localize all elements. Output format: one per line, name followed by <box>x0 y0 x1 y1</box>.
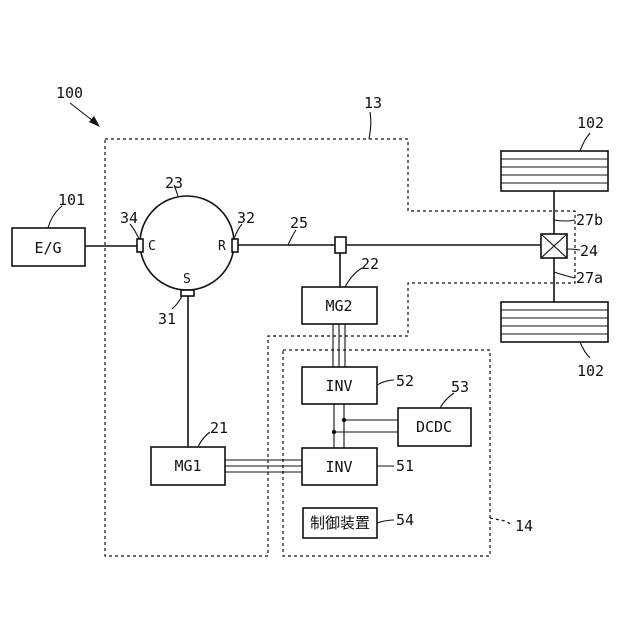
mg1-label: MG1 <box>174 457 201 475</box>
ref-52: 52 <box>396 372 414 390</box>
ref-27a: 27a <box>576 269 603 287</box>
carrier-port-label: C <box>148 239 156 254</box>
ref-32: 32 <box>237 209 255 227</box>
carrier-connector <box>137 239 143 252</box>
ref-24: 24 <box>580 242 598 260</box>
ref-54: 54 <box>396 511 414 529</box>
ref-22: 22 <box>361 255 379 273</box>
leader-31 <box>172 296 182 309</box>
ring-port-label: R <box>218 239 226 254</box>
leader-100-arrowhead <box>89 116 100 127</box>
sun-connector <box>181 290 194 296</box>
ref-21: 21 <box>210 419 228 437</box>
mg2-label: MG2 <box>325 297 352 315</box>
bus-node-1 <box>342 418 346 422</box>
sun-port-label: S <box>183 272 191 287</box>
leader-24 <box>567 249 580 250</box>
leader-27b <box>554 220 575 221</box>
wheel-upper <box>501 151 608 191</box>
ref-13: 13 <box>364 94 382 112</box>
ref-23: 23 <box>165 174 183 192</box>
leader-22 <box>345 268 362 287</box>
controller-label: 制御装置 <box>310 514 370 532</box>
leader-25 <box>288 230 296 245</box>
ref-101: 101 <box>58 191 85 209</box>
engine-label: E/G <box>34 239 61 257</box>
leader-52 <box>377 380 394 385</box>
ref-102-upper: 102 <box>577 114 604 132</box>
ref-14: 14 <box>515 517 533 535</box>
ref-53: 53 <box>451 378 469 396</box>
ref-34: 34 <box>120 209 138 227</box>
ref-27b: 27b <box>576 211 603 229</box>
ref-31: 31 <box>158 310 176 328</box>
mg2-coupling <box>335 237 346 253</box>
region-13-outline <box>105 139 575 556</box>
dcdc-label: DCDC <box>416 418 452 436</box>
ref-100: 100 <box>56 84 83 102</box>
inverter-52-label: INV <box>325 377 352 395</box>
leader-102-upper <box>580 133 590 151</box>
leader-54 <box>377 520 394 523</box>
bus-node-2 <box>332 430 336 434</box>
leader-21 <box>198 432 210 447</box>
leader-13 <box>369 112 371 139</box>
leader-27a <box>554 272 575 278</box>
wheel-lower <box>501 302 608 342</box>
ring-connector <box>232 239 238 252</box>
inverter-51-label: INV <box>325 458 352 476</box>
leader-102-lower <box>580 342 590 358</box>
leader-14 <box>490 518 512 526</box>
ref-25: 25 <box>290 214 308 232</box>
ref-51: 51 <box>396 457 414 475</box>
ref-102-lower: 102 <box>577 362 604 380</box>
leader-101 <box>48 206 62 228</box>
